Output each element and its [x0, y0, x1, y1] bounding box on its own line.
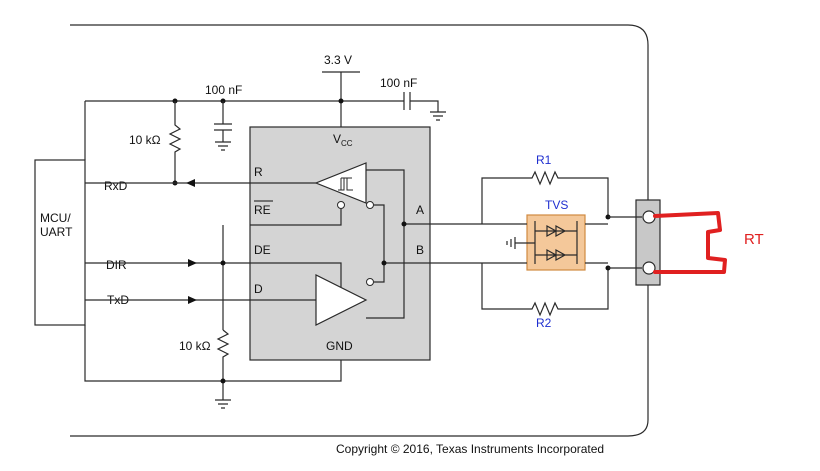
mcu-box [34, 159, 86, 326]
internal-wire-drv-a [366, 224, 405, 319]
connector-terminal-b [642, 261, 656, 275]
cap-top-label: 100 nF [205, 83, 242, 97]
rt-label: RT [744, 231, 764, 248]
dir-label: DIR [106, 258, 127, 272]
rt-termination-drawing [653, 211, 727, 274]
cap-top [214, 101, 232, 151]
dir-arrow-icon [188, 259, 197, 267]
txd-arrow-icon [188, 296, 197, 304]
junction-a-internal [401, 221, 407, 227]
pin-de-label: DE [254, 243, 271, 257]
transceiver-ic [249, 126, 431, 361]
rxd-arrow-icon [186, 179, 195, 187]
res-top-label: 10 kΩ [129, 133, 161, 147]
internal-wire-rx-b [374, 204, 385, 263]
pin-r-label: R [254, 165, 263, 179]
junction-ground [220, 378, 226, 384]
r1-label: R1 [536, 153, 552, 167]
r2-resistor [481, 263, 609, 317]
res-bottom [216, 329, 230, 400]
receiver-input-bubble [366, 201, 374, 209]
pin-d-label: D [254, 282, 263, 296]
internal-wire-de [250, 262, 342, 287]
pin-re-label: RE [254, 203, 271, 217]
schmitt-trigger-icon [338, 177, 353, 191]
pin-a-label: A [416, 203, 424, 217]
tvs-label: TVS [545, 198, 568, 212]
tvs-box [526, 214, 586, 271]
cap-right [398, 92, 446, 121]
pin-b-label: B [416, 243, 424, 257]
res-bottom-label: 10 kΩ [179, 339, 211, 353]
res-top [168, 101, 182, 183]
gnd-label: GND [326, 339, 353, 353]
internal-wire-a [366, 169, 430, 225]
cap-right-label: 100 nF [380, 76, 417, 90]
tvs-ground-link [506, 237, 535, 249]
vcc-label: VCC [333, 132, 353, 148]
re-bubble [337, 201, 345, 209]
junction-rail-vcc [338, 98, 344, 104]
r2-label: R2 [536, 316, 552, 330]
mcu-label-line1: MCU/ [40, 211, 71, 225]
copyright-text: Copyright © 2016, Texas Instruments Inco… [336, 442, 604, 456]
connector-terminal-a [642, 210, 656, 224]
ground-rail [84, 325, 342, 382]
r1-resistor [481, 170, 609, 224]
internal-wire-re [250, 209, 342, 226]
junction-b-internal [381, 260, 387, 266]
mcu-label-line2: UART [40, 225, 73, 239]
junction-dir [220, 260, 226, 266]
rxd-label: RxD [104, 179, 128, 193]
supply-voltage-label: 3.3 V [324, 53, 352, 67]
ground-symbol-icon [215, 399, 231, 409]
internal-wire-drv-b [374, 262, 430, 283]
driver-output-bubble [366, 278, 374, 286]
